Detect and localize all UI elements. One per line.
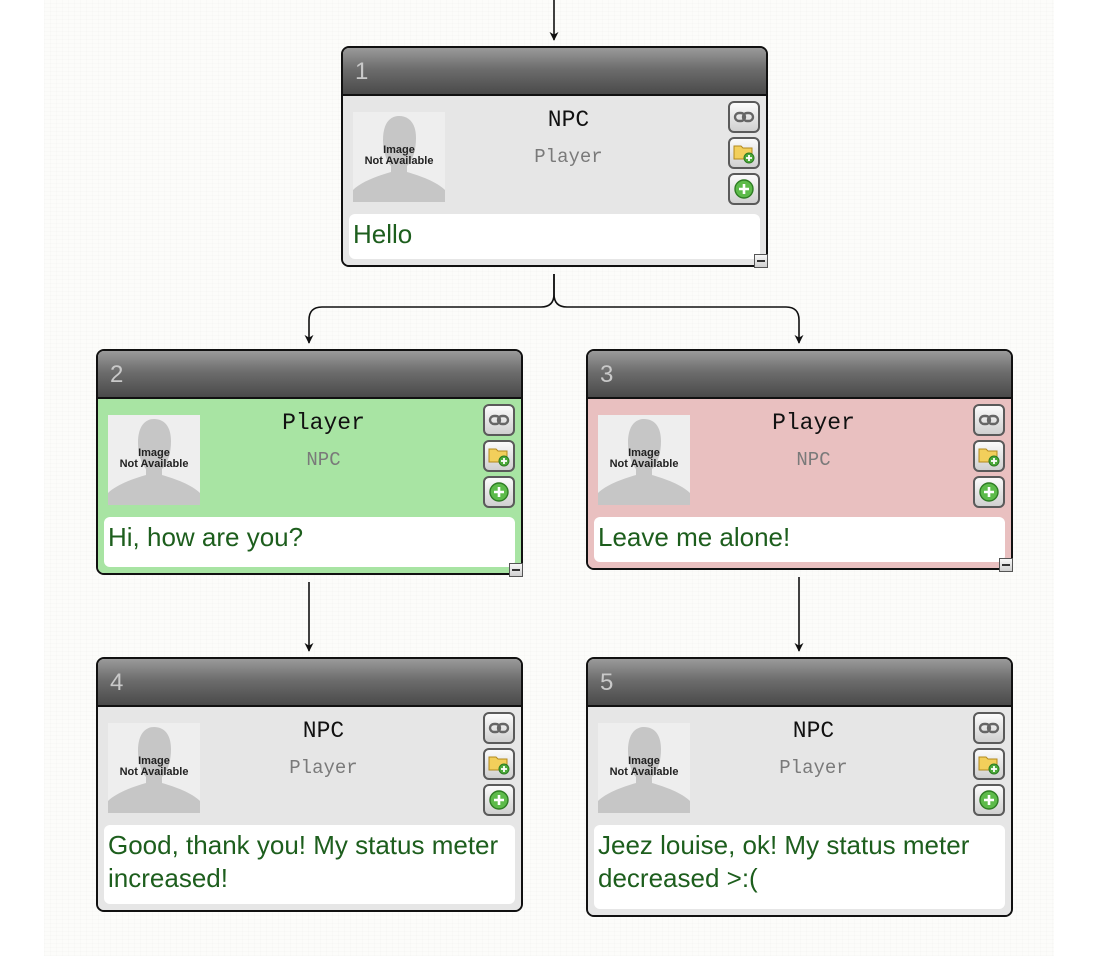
node-header[interactable]: 4 [98, 659, 521, 707]
link-icon [978, 722, 1000, 734]
collapse-button[interactable] [754, 254, 768, 268]
link-icon [733, 111, 755, 123]
node-header[interactable]: 3 [588, 351, 1011, 399]
add-response-button[interactable] [973, 784, 1005, 816]
add-folder-button[interactable] [728, 137, 760, 169]
dialogue-text-box[interactable]: Hi, how are you? [104, 517, 515, 567]
speaker-label: NPC [547, 107, 590, 133]
folder-add-icon [978, 756, 1000, 775]
add-folder-button[interactable] [483, 440, 515, 472]
listener-label: Player [779, 757, 848, 779]
add-icon [489, 790, 509, 810]
add-folder-button[interactable] [973, 440, 1005, 472]
link-button[interactable] [973, 712, 1005, 744]
listener-label: NPC [306, 449, 341, 471]
folder-add-icon [978, 448, 1000, 467]
silhouette-icon [353, 116, 445, 202]
speaker-label: NPC [302, 718, 345, 744]
silhouette-icon [598, 419, 690, 505]
dialogue-text: Hello [353, 219, 413, 249]
link-button[interactable] [973, 404, 1005, 436]
dialogue-text-box[interactable]: Good, thank you! My status meter increas… [104, 825, 515, 904]
node-id: 1 [355, 58, 369, 85]
collapse-button[interactable] [509, 563, 523, 577]
add-icon [979, 790, 999, 810]
node-id: 3 [600, 361, 614, 388]
link-button[interactable] [728, 101, 760, 133]
listener-label: Player [534, 146, 603, 168]
folder-add-icon [733, 145, 755, 164]
link-button[interactable] [483, 712, 515, 744]
dialogue-text: Jeez louise, ok! My status meter decreas… [598, 830, 970, 893]
dialogue-text-box[interactable]: Jeez louise, ok! My status meter decreas… [594, 825, 1005, 909]
add-response-button[interactable] [483, 784, 515, 816]
listener-label: Player [289, 757, 358, 779]
speaker-label: NPC [792, 718, 835, 744]
dialogue-text-box[interactable]: Hello [349, 214, 760, 259]
node-header[interactable]: 5 [588, 659, 1011, 707]
link-1-to-3 [553, 274, 804, 344]
link-1-to-2 [304, 274, 555, 344]
add-response-button[interactable] [728, 173, 760, 205]
listener-label: NPC [796, 449, 831, 471]
node-id: 4 [110, 669, 124, 696]
add-response-button[interactable] [973, 476, 1005, 508]
silhouette-icon [598, 727, 690, 813]
silhouette-icon [108, 727, 200, 813]
link-button[interactable] [483, 404, 515, 436]
link-icon [978, 414, 1000, 426]
dialogue-text: Hi, how are you? [108, 522, 304, 552]
dialogue-text: Leave me alone! [598, 522, 791, 552]
dialogue-text: Good, thank you! My status meter increas… [108, 830, 499, 893]
add-folder-button[interactable] [973, 748, 1005, 780]
folder-add-icon [488, 756, 510, 775]
add-icon [734, 179, 754, 199]
folder-add-icon [488, 448, 510, 467]
node-id: 5 [600, 669, 614, 696]
speaker-label: Player [772, 410, 855, 436]
add-folder-button[interactable] [483, 748, 515, 780]
link-icon [488, 414, 510, 426]
add-icon [489, 482, 509, 502]
collapse-button[interactable] [999, 558, 1013, 572]
add-response-button[interactable] [483, 476, 515, 508]
node-header[interactable]: 1 [343, 48, 766, 96]
silhouette-icon [108, 419, 200, 505]
dialogue-text-box[interactable]: Leave me alone! [594, 517, 1005, 562]
add-icon [979, 482, 999, 502]
node-header[interactable]: 2 [98, 351, 521, 399]
speaker-label: Player [282, 410, 365, 436]
node-id: 2 [110, 361, 124, 388]
link-icon [488, 722, 510, 734]
